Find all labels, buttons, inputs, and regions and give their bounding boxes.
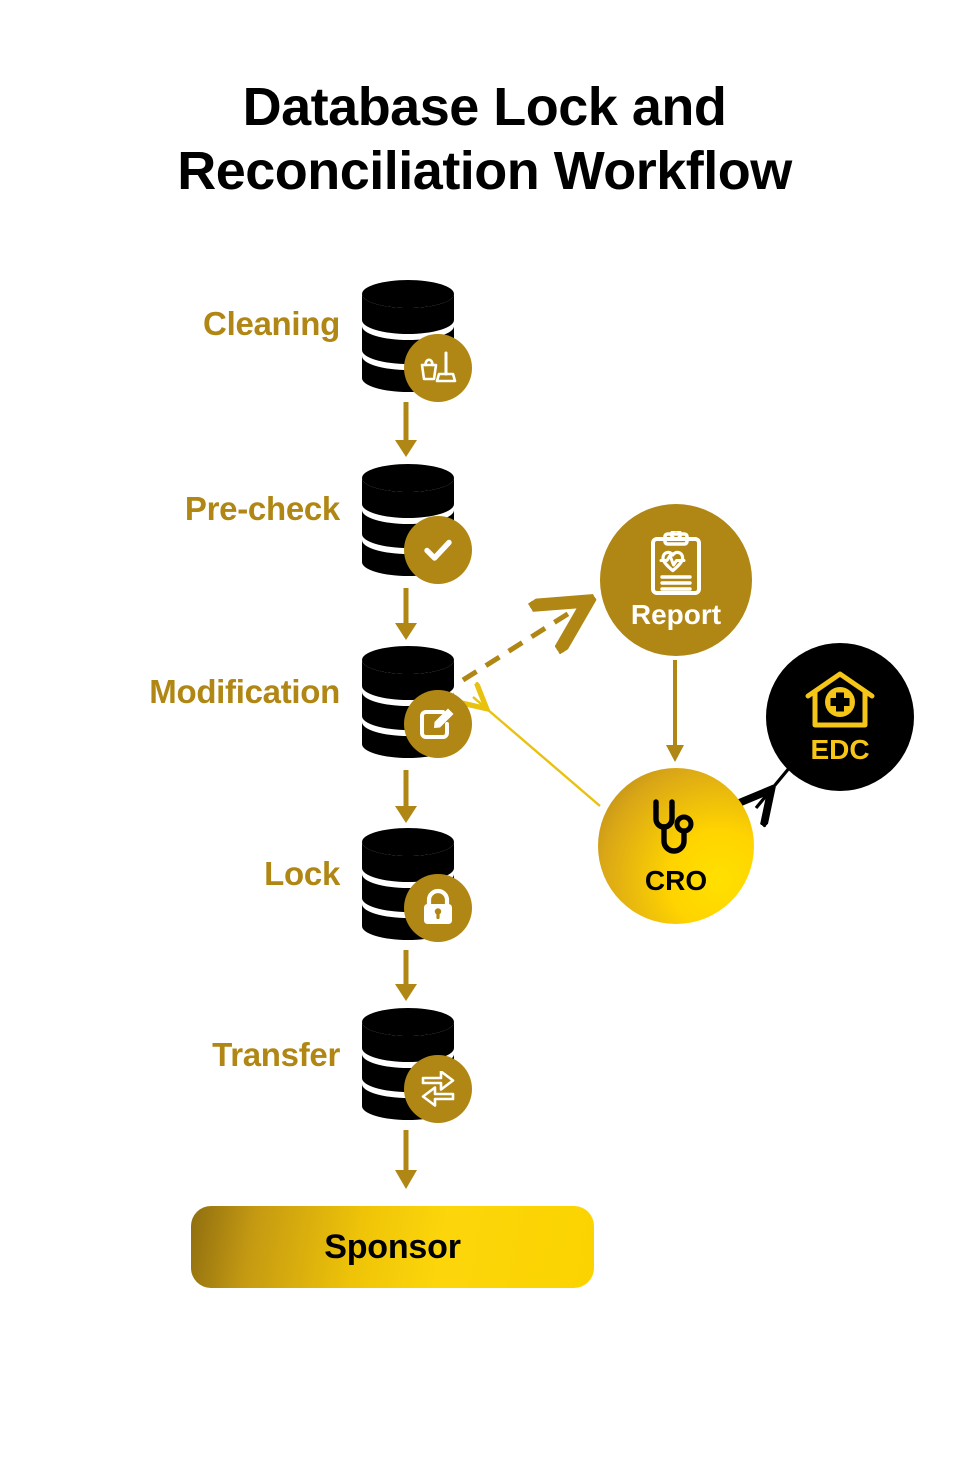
arrow-cleaning-to-precheck bbox=[395, 402, 417, 457]
edc-node-label: EDC bbox=[810, 734, 870, 765]
page-title-line-2: Reconciliation Workflow bbox=[177, 140, 792, 201]
stage-label-modification: Modification bbox=[149, 673, 340, 710]
stage-label-cleaning: Cleaning bbox=[203, 305, 340, 342]
stage-label-transfer: Transfer bbox=[212, 1036, 340, 1073]
page-title: Database Lock and Reconciliation Workflo… bbox=[0, 76, 969, 203]
stage-label-lock: Lock bbox=[264, 855, 340, 892]
stage-label-precheck: Pre-check bbox=[184, 490, 340, 527]
arrow-report-to-cro bbox=[666, 660, 684, 762]
cro-node[interactable]: CRO bbox=[598, 768, 754, 924]
hospital-house-icon bbox=[805, 671, 875, 728]
clipboard-heartbeat-icon bbox=[651, 531, 701, 595]
report-node[interactable]: Report bbox=[600, 504, 752, 656]
arrow-precheck-to-modification bbox=[395, 588, 417, 640]
arrow-lock-to-transfer bbox=[395, 950, 417, 1001]
cro-node-label: CRO bbox=[644, 865, 708, 896]
edit-pencil-icon bbox=[420, 708, 454, 739]
exchange-arrows-icon bbox=[421, 1071, 455, 1107]
transfer-badge bbox=[404, 1055, 472, 1123]
arrow-cro-to-modification bbox=[473, 697, 601, 807]
cleaning-badge bbox=[404, 334, 472, 402]
arrow-modification-to-lock bbox=[395, 770, 417, 823]
broom-bucket-icon bbox=[420, 351, 457, 383]
precheck-badge bbox=[404, 516, 472, 584]
check-circle-icon bbox=[424, 539, 452, 561]
page-title-line-1: Database Lock and bbox=[242, 77, 727, 137]
modification-badge bbox=[404, 690, 472, 758]
lock-badge bbox=[404, 874, 472, 942]
report-node-label: Report bbox=[630, 599, 722, 630]
sponsor-label: Sponsor bbox=[324, 1227, 461, 1266]
stethoscope-icon bbox=[653, 799, 694, 854]
arrow-edc-to-cro bbox=[756, 765, 792, 808]
arrow-transfer-to-sponsor bbox=[395, 1130, 417, 1189]
arrow-modification-to-report bbox=[461, 605, 582, 683]
padlock-icon bbox=[424, 888, 452, 924]
sponsor-button[interactable]: Sponsor bbox=[191, 1206, 594, 1288]
edc-node[interactable]: EDC bbox=[766, 643, 914, 791]
